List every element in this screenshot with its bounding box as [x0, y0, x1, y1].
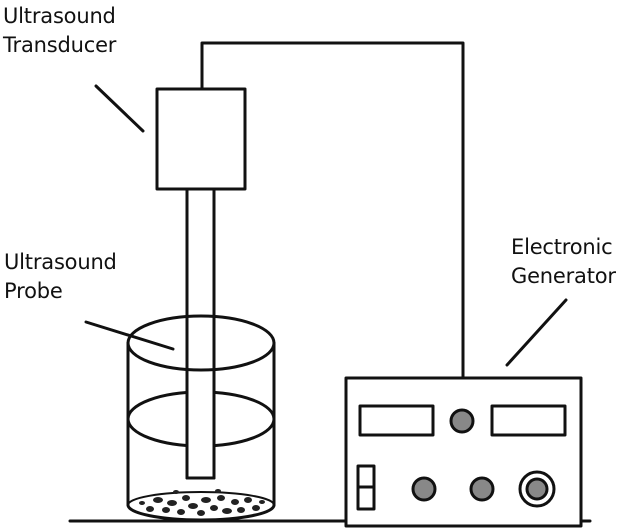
ultrasound-transducer-label-line1: Ultrasound [3, 4, 116, 28]
sediment-particles [139, 489, 265, 516]
generator-knob-left [411, 476, 437, 502]
ultrasound-transducer-box [155, 87, 247, 191]
generator-right-display [490, 404, 567, 437]
ultrasound-probe-label: Ultrasound Probe [4, 248, 117, 306]
electronic-generator-label-line2: Generator [511, 264, 616, 288]
beaker [126, 341, 276, 522]
generator-knob-right-inner [525, 477, 549, 501]
ultrasound-probe-rod [185, 187, 216, 480]
ultrasound-transducer-label: Ultrasound Transducer [3, 2, 116, 60]
electronic-generator [344, 376, 583, 528]
transducer-leader-line [94, 84, 145, 133]
electronic-generator-label: Electronic Generator [511, 233, 616, 291]
electronic-generator-label-line1: Electronic [511, 235, 613, 259]
generator-knob-middle [469, 476, 495, 502]
ultrasound-transducer-label-line2: Transducer [3, 33, 117, 57]
beaker-rim [126, 314, 276, 372]
ultrasound-probe-label-line1: Ultrasound [4, 250, 117, 274]
generator-left-display [358, 404, 435, 437]
connection-cable [200, 41, 465, 380]
generator-leader-line [505, 298, 568, 367]
generator-top-knob [449, 408, 475, 434]
ultrasound-probe-label-line2: Probe [4, 279, 63, 303]
